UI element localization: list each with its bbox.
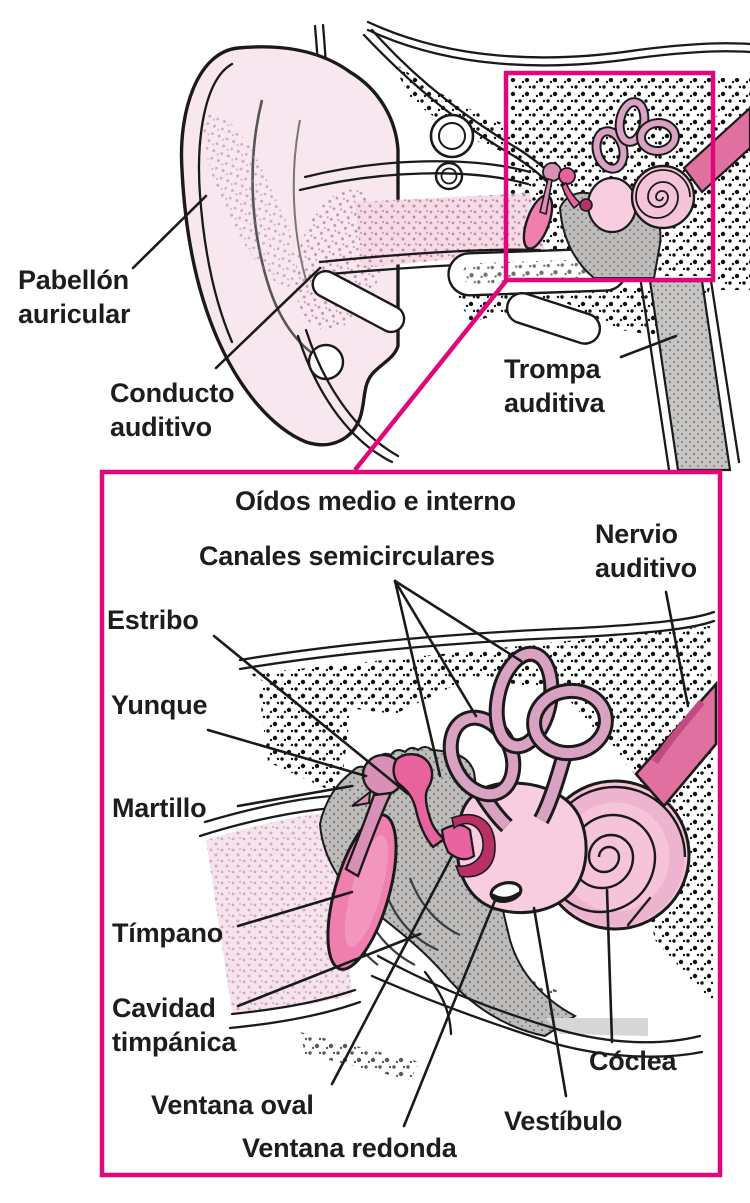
label-timpano: Tímpano bbox=[112, 918, 224, 948]
middle-inner-ear-mini bbox=[522, 97, 750, 279]
leader-canales-2 bbox=[393, 579, 478, 718]
cochlea-mini-spiral bbox=[635, 169, 691, 219]
top-diagram bbox=[131, 20, 750, 472]
leader-conducto bbox=[214, 266, 322, 370]
incus bbox=[392, 753, 446, 849]
label-conducto-auditivo: Conducto auditivo bbox=[110, 378, 235, 443]
inner-ear bbox=[442, 645, 691, 931]
label-yunque: Yunque bbox=[111, 690, 208, 720]
bottom-leader-lines bbox=[206, 579, 690, 1128]
leader-coclea bbox=[605, 888, 614, 1044]
label-martillo: Martillo bbox=[112, 793, 207, 823]
leader-nervio bbox=[664, 590, 690, 708]
leader-canales-1 bbox=[393, 579, 442, 778]
leader-trompa bbox=[619, 334, 678, 359]
stapes-footplate bbox=[451, 813, 496, 878]
leader-yunque bbox=[206, 728, 368, 778]
eardrum bbox=[326, 813, 398, 971]
label-ventana-oval: Ventana oval bbox=[151, 1090, 314, 1120]
leader-martillo bbox=[236, 784, 354, 808]
label-pabellon-auricular: Pabellón auricular bbox=[18, 265, 131, 330]
nerve-mini bbox=[682, 106, 750, 194]
leader-ventana-redonda bbox=[402, 896, 498, 1128]
ear-canal-bottom bbox=[198, 794, 362, 1030]
auditory-nerve bbox=[634, 680, 718, 808]
top-leader-lines bbox=[131, 194, 678, 370]
label-coclea: Cóclea bbox=[589, 1046, 677, 1076]
bone-shadow bbox=[545, 1018, 648, 1036]
eustachian-tube bbox=[639, 279, 741, 472]
inset-connector-line bbox=[353, 279, 508, 472]
leader-estribo bbox=[212, 634, 410, 796]
label-canales-semicirculares: Canales semicirculares bbox=[199, 541, 495, 571]
semicircular-canals bbox=[442, 645, 614, 803]
tragus bbox=[429, 113, 475, 191]
leader-canales-3 bbox=[393, 579, 523, 663]
leader-vestibulo bbox=[532, 906, 568, 1098]
label-cavidad-timpanica: Cavidad timpánica bbox=[112, 993, 237, 1058]
label-nervio-auditivo: Nervio auditivo bbox=[595, 519, 697, 584]
detail-frame bbox=[99, 469, 723, 1178]
vestibule-mini bbox=[586, 176, 638, 234]
inset-frame bbox=[503, 70, 716, 283]
label-estribo: Estribo bbox=[107, 605, 199, 635]
leader-timpano bbox=[236, 890, 354, 928]
label-vestibulo: Vestíbulo bbox=[504, 1106, 623, 1136]
leader-pabellon bbox=[131, 194, 208, 270]
bone-boundary bbox=[238, 610, 716, 671]
leader-ventana-oval bbox=[330, 854, 454, 1086]
bottom-diagram bbox=[99, 469, 723, 1178]
label-ventana-redonda: Ventana redonda bbox=[242, 1133, 457, 1163]
malleus-handle bbox=[344, 791, 394, 878]
detail-title: Oídos medio e interno bbox=[235, 486, 516, 516]
label-trompa-auditiva: Trompa auditiva bbox=[504, 354, 605, 419]
leader-cavidad bbox=[236, 932, 422, 1008]
